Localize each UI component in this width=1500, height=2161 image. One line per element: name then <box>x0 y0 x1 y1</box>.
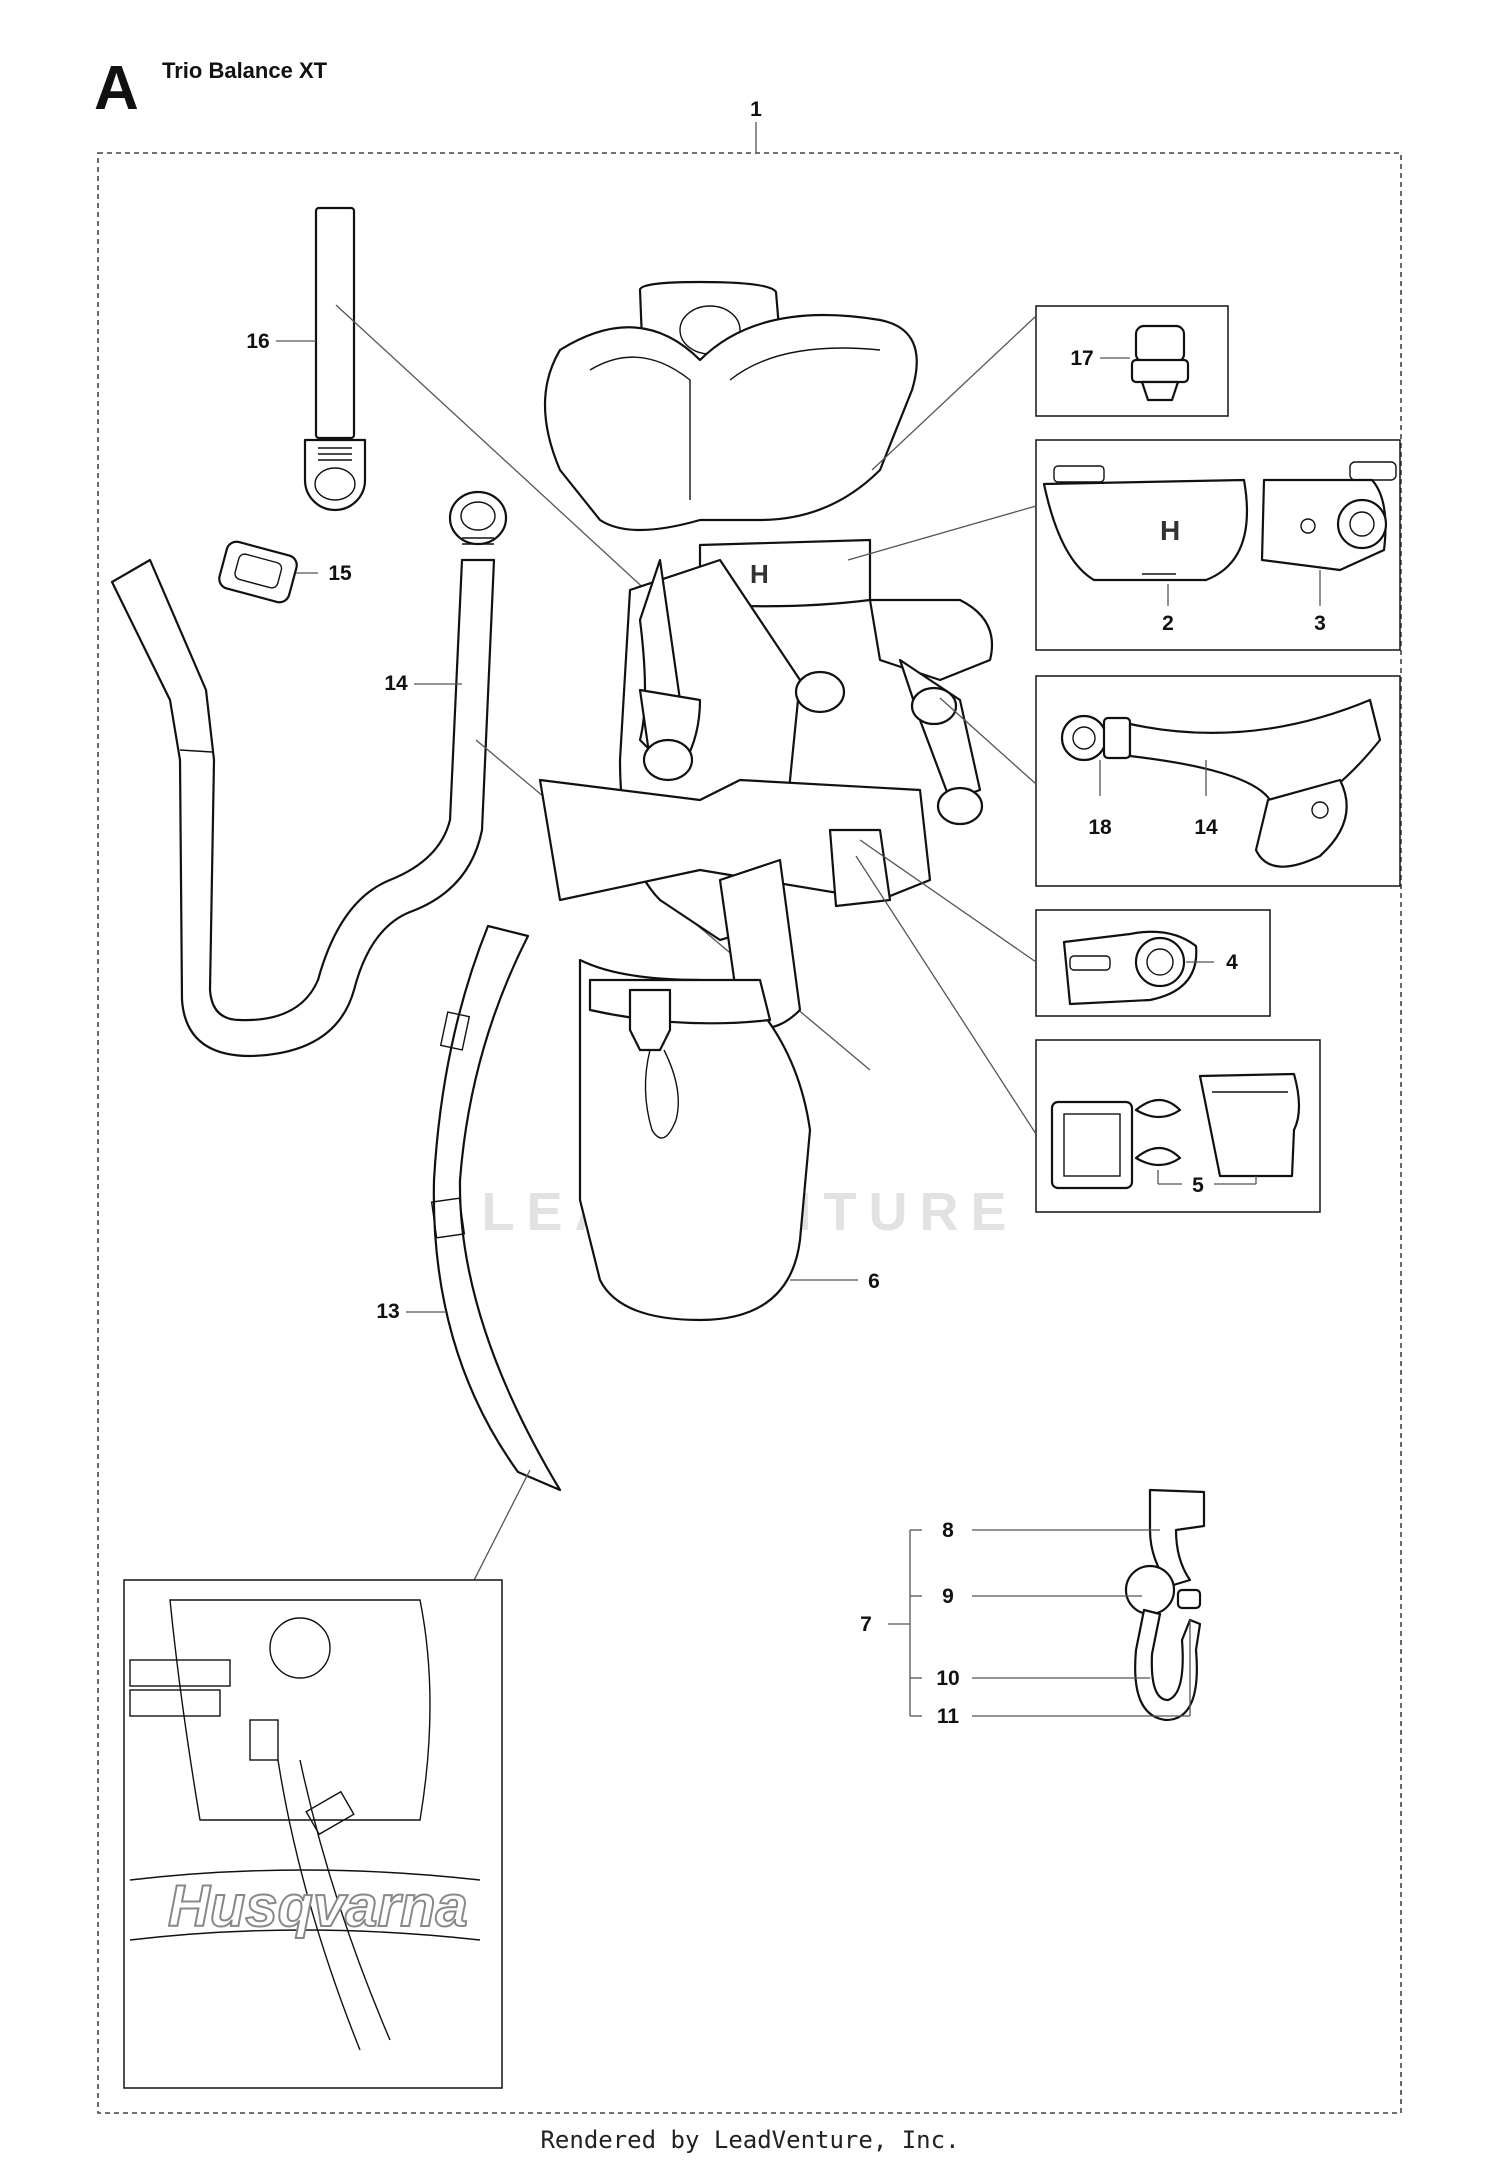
side-strap-part <box>430 924 562 1492</box>
ring-strap-part <box>1060 698 1382 868</box>
strap-long-part <box>110 490 508 1058</box>
strap-short-part <box>303 206 367 512</box>
callout-6: 6 <box>868 1270 880 1293</box>
footer-credit: Rendered by LeadVenture, Inc. <box>540 2126 960 2154</box>
hook-plate-part <box>1260 461 1397 572</box>
inset-detail: Husqvarna <box>123 1579 503 2089</box>
callout-10: 10 <box>936 1667 959 1690</box>
callout-16: 16 <box>246 330 269 353</box>
harness-main-part: H <box>538 280 994 1322</box>
callout-9: 9 <box>942 1585 954 1608</box>
buckle-part <box>1050 1072 1301 1190</box>
svg-text:H: H <box>1160 515 1180 546</box>
callout-5: 5 <box>1192 1174 1204 1197</box>
callout-8: 8 <box>942 1519 954 1542</box>
callout-13: 13 <box>376 1300 399 1323</box>
callout-11: 11 <box>937 1705 960 1728</box>
callout-7: 7 <box>860 1613 872 1636</box>
assembly-frame <box>97 152 1402 2114</box>
diagram-title: Trio Balance XT <box>162 58 328 83</box>
inset-brand-text: Husqvarna <box>168 1874 468 1939</box>
callout-18: 18 <box>1088 816 1112 839</box>
belt-clip-part: H <box>1042 465 1248 582</box>
callout-4: 4 <box>1226 951 1238 974</box>
hook-assembly-part <box>1124 1488 1206 1722</box>
section-letter: A <box>94 54 139 123</box>
detail-box-18-14 <box>1035 675 1401 887</box>
svg-text:H: H <box>750 559 769 589</box>
buckle-small-part <box>218 540 298 604</box>
callout-17: 17 <box>1070 347 1093 370</box>
callout-2: 2 <box>1162 612 1174 635</box>
callout-15: 15 <box>328 562 352 585</box>
callout-14-box: 14 <box>1194 816 1218 839</box>
buckle-17-part <box>1130 324 1190 402</box>
hook-plate-small-part <box>1062 930 1198 1006</box>
callout-14: 14 <box>384 672 408 695</box>
callout-1: 1 <box>750 98 762 121</box>
callout-3: 3 <box>1314 612 1326 635</box>
